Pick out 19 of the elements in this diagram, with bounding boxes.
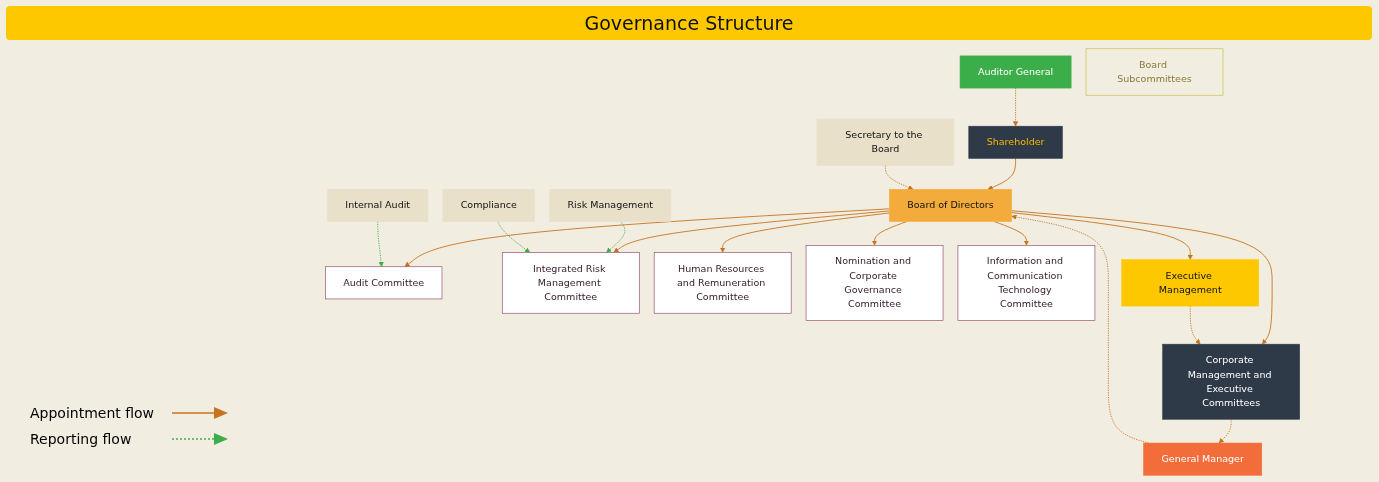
node-box: Audit Committee bbox=[325, 266, 443, 300]
node-box: Shareholder bbox=[968, 125, 1063, 159]
node-box: Compliance bbox=[442, 189, 535, 222]
node-box: Executive Management bbox=[1121, 259, 1259, 307]
node-box: Board of Directors bbox=[889, 189, 1012, 222]
node-box: Auditor General bbox=[959, 55, 1072, 89]
node-box: Internal Audit bbox=[327, 189, 429, 222]
title-banner: Governance Structure bbox=[6, 6, 1372, 40]
node-box: Board Subcommittees bbox=[1085, 48, 1224, 96]
node-box: Secretary to the Board bbox=[816, 118, 955, 166]
node-box: Corporate Management and Executive Committees bbox=[1162, 343, 1300, 420]
node-box: Integrated Risk Management Committee bbox=[501, 252, 640, 314]
node-box: General Manager bbox=[1143, 442, 1262, 476]
node-box: Human Resources and Remuneration Committee bbox=[653, 252, 792, 314]
node-box: Information and Communication Technology Committee bbox=[957, 245, 1096, 321]
node-box: Risk Management bbox=[549, 189, 672, 222]
legend-text: Reporting flow bbox=[30, 431, 133, 447]
node-box: Nomination and Corporate Governance Committee bbox=[805, 245, 944, 321]
legend-text: Appointment flow bbox=[30, 405, 156, 421]
